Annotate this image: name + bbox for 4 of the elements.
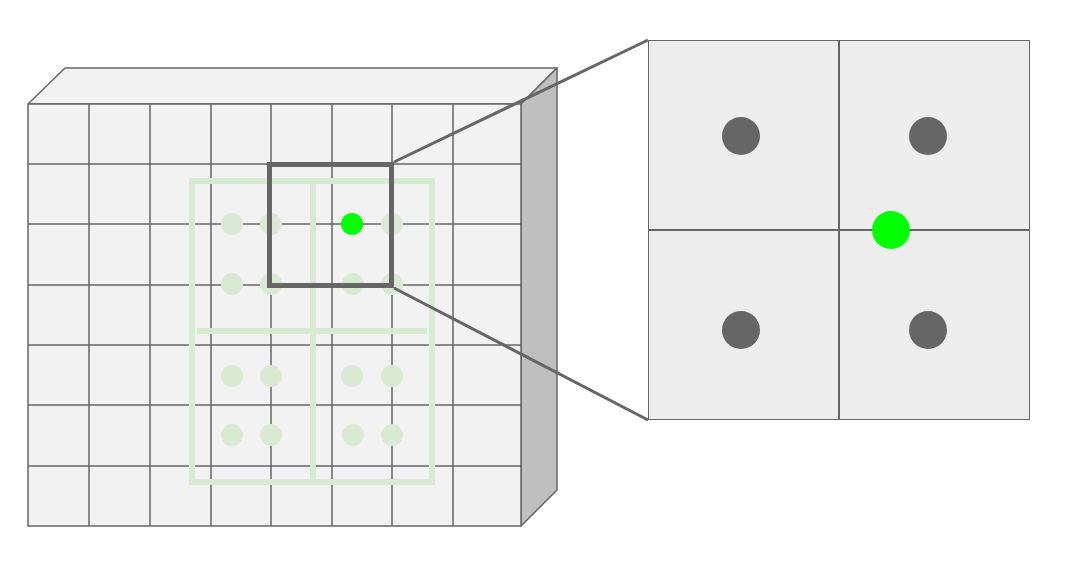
magnified-panel	[648, 40, 1030, 420]
zoom-line	[393, 286, 649, 422]
zoom-line	[393, 38, 649, 164]
highlight-frame	[267, 162, 394, 288]
